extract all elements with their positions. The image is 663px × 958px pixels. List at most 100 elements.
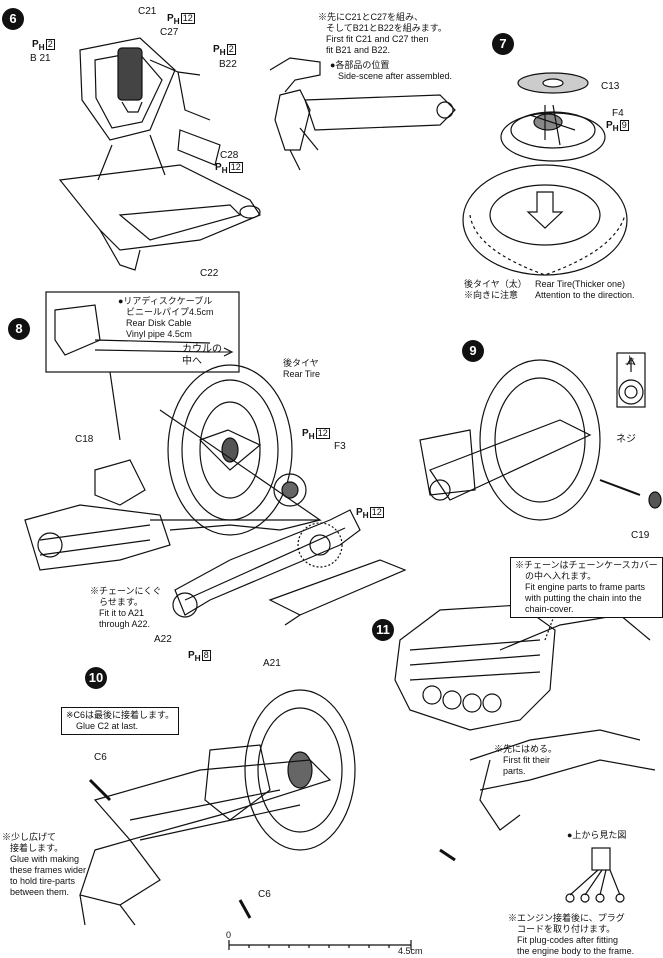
ph-number: 2 <box>45 39 55 50</box>
ph-sub: H <box>173 16 180 26</box>
step6-note-en-1: First fit C21 and C27 then <box>326 34 429 44</box>
plug-note-en-2: the engine body to the frame. <box>517 946 635 956</box>
step10-glue-note: ※C6は最後に接着します。 Glue C2 at last. <box>61 707 180 735</box>
ph-sub: H <box>38 42 45 52</box>
rear-tire-jp: 後タイヤ <box>283 358 319 368</box>
label-c18: C18 <box>75 434 94 445</box>
ph-prefix: P <box>356 507 363 518</box>
label-a21: A21 <box>263 658 281 669</box>
screw-label-jp: ネジ <box>616 434 636 445</box>
ph-prefix: P <box>606 120 613 131</box>
ph-number: 9 <box>619 120 629 131</box>
plug-note-en-1: Fit plug-codes after fitting <box>517 935 619 945</box>
step6-note-jp-1: ※先にC21とC27を組み、 <box>318 12 424 22</box>
step10-drawing <box>79 689 356 926</box>
ph-sub: H <box>221 165 228 175</box>
step11-chain-en-3: chain-cover. <box>525 604 574 614</box>
step9-drawing <box>419 352 662 521</box>
step7-dir-jp: ※向きに注意 <box>464 290 519 300</box>
ph-prefix: P <box>167 13 174 24</box>
ph-sub: H <box>194 653 201 663</box>
scale-end: 4.5cm <box>398 946 423 956</box>
step-7-number: 7 <box>492 33 514 55</box>
ph-sub: H <box>362 510 369 520</box>
step7-dir-en: Attention to the direction. <box>535 290 635 300</box>
step6-frame-drawing <box>58 37 261 271</box>
ph-prefix: P <box>215 162 222 173</box>
step6-side-en: Side-scene after assembled. <box>338 71 453 81</box>
spread-note-en-2: these frames wider <box>10 865 87 875</box>
step-8-number: 8 <box>8 318 30 340</box>
ph-number: 12 <box>315 428 330 439</box>
chain-note-jp-1: ※チェーンにくぐ <box>90 586 162 596</box>
cowl-jp-1: カウルの <box>182 344 222 355</box>
chain-note-en-2: through A22. <box>99 619 151 629</box>
step8-inset-box <box>45 291 240 441</box>
step8-chaincover-drawing <box>172 509 407 626</box>
ph-prefix: P <box>213 44 220 55</box>
ph-prefix: P <box>188 650 195 661</box>
ph-sub: H <box>219 47 226 57</box>
up-label-jp: 上 <box>625 356 635 367</box>
label-f4: F4 <box>612 108 624 119</box>
top-view-jp: ●上から見た図 <box>567 830 627 840</box>
label-c13: C13 <box>601 81 620 92</box>
step6-side-jp: ●各部品の位置 <box>330 60 390 70</box>
label-a22: A22 <box>154 634 172 645</box>
label-c6-bottom: C6 <box>258 889 271 900</box>
ph-sub: H <box>308 431 315 441</box>
step6-note-en-2: fit B21 and B22. <box>326 45 391 55</box>
cable-note-jp-1: ●リアディスクケーブル <box>118 296 213 306</box>
ph-number: 8 <box>201 650 211 661</box>
label-b21: B 21 <box>30 53 51 64</box>
step-11-number: 11 <box>372 619 394 641</box>
step8-swingarm-drawing <box>24 459 321 571</box>
label-b22: B22 <box>219 59 237 70</box>
step10-glue-jp: ※C6は最後に接着します。 <box>66 710 175 720</box>
first-fit-en-1: First fit their <box>503 755 551 765</box>
step11-chain-en-1: Fit engine parts to frame parts <box>525 582 646 592</box>
label-c22: C22 <box>200 268 219 279</box>
scale-bar <box>228 940 412 950</box>
ph-number: 12 <box>180 13 195 24</box>
step7-tire-en: Rear Tire(Thicker one) <box>535 279 626 289</box>
step8-tire-drawing <box>150 364 322 536</box>
step-6-number: 6 <box>2 8 24 30</box>
step7-wheel-drawing <box>462 72 628 276</box>
label-c6-top: C6 <box>94 752 107 763</box>
step11-chain-jp-1: ※チェーンはチェーンケースカバー <box>515 560 658 570</box>
chain-note-jp-2: らせます。 <box>99 597 143 607</box>
plug-note-jp-2: コードを取り付けます。 <box>517 924 616 934</box>
step11-chain-en-2: with putting the chain into the <box>525 593 642 603</box>
label-c28: C28 <box>220 150 239 161</box>
scale-zero: 0 <box>226 930 232 940</box>
ph-prefix: P <box>32 39 39 50</box>
step-10-number: 10 <box>85 667 107 689</box>
label-f3: F3 <box>334 441 346 452</box>
first-fit-en-2: parts. <box>503 766 526 776</box>
ph-number: 2 <box>226 44 236 55</box>
spread-note-jp-1: ※少し広げて <box>2 832 57 842</box>
step6-note-jp-2: そしてB21とB22を組みます。 <box>326 23 447 33</box>
ph-prefix: P <box>302 428 309 439</box>
label-c27: C27 <box>160 27 179 38</box>
cable-note-en-1: Rear Disk Cable <box>126 318 192 328</box>
cable-note-jp-2: ビニールパイプ4.5cm <box>126 307 214 317</box>
step11-drawing <box>394 559 656 903</box>
label-c19: C19 <box>631 530 650 541</box>
step11-chain-jp-2: の中へ入れます。 <box>525 571 597 581</box>
step10-glue-en: Glue C2 at last. <box>76 721 139 731</box>
spread-note-en-4: between them. <box>10 887 70 897</box>
ph-number: 12 <box>369 507 384 518</box>
spread-note-jp-2: 接着します。 <box>10 843 64 853</box>
step-9-number: 9 <box>462 340 484 362</box>
plug-note-jp-1: ※エンジン接着後に、プラグ <box>508 913 625 923</box>
step11-chain-note: ※チェーンはチェーンケースカバー の中へ入れます。 Fit engine par… <box>510 557 663 618</box>
